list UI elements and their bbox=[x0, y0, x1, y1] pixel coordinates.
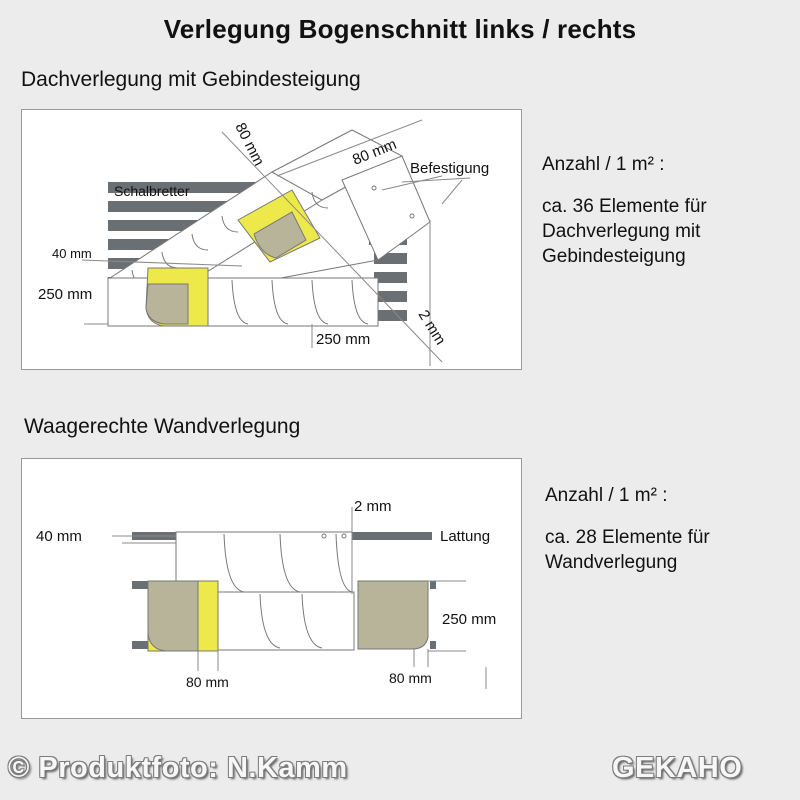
fixing-point bbox=[321, 533, 327, 539]
roof-highlight-element-slope bbox=[237, 189, 321, 263]
wall-dim-40-label: 40 mm bbox=[36, 528, 82, 545]
wall-count-description: ca. 28 Elemente für Wandverlegung bbox=[545, 527, 710, 573]
wall-diagram: 2 mm 40 mm Lattung 250 mm 80 mm 80 mm bbox=[36, 498, 496, 690]
roof-dimension-lines bbox=[81, 119, 471, 366]
wall-dimension-lines bbox=[112, 507, 487, 689]
wall-count-label: Anzahl / 1 m² : bbox=[545, 485, 668, 506]
page-title: Verlegung Bogenschnitt links / rechts bbox=[163, 14, 637, 44]
fixing-point bbox=[371, 185, 377, 191]
dim-250-width-label: 250 mm bbox=[316, 331, 370, 348]
wall-section-heading: Waagerechte Wandverlegung bbox=[24, 415, 301, 438]
copyright-watermark: © Produktfoto: N.Kamm bbox=[8, 752, 348, 784]
dim-80-left-label: 80 mm bbox=[231, 120, 267, 169]
roof-section-heading: Dachverlegung mit Gebindesteigung bbox=[21, 68, 361, 91]
roof-count-label: Anzahl / 1 m² : bbox=[542, 154, 665, 175]
wall-dim-250-label: 250 mm bbox=[442, 611, 496, 628]
fixing-point bbox=[341, 533, 347, 539]
schalbretter-label: Schalbretter bbox=[114, 183, 190, 199]
lattung-label: Lattung bbox=[440, 528, 490, 545]
dim-40-label: 40 mm bbox=[52, 246, 92, 261]
brand-logo: GEKAHO bbox=[612, 752, 743, 784]
wall-elements-bottom-row bbox=[217, 591, 355, 651]
wall-dim-80-left-label: 80 mm bbox=[186, 674, 229, 690]
roof-count-description: ca. 36 Elemente für Dachverlegung mit Ge… bbox=[542, 196, 707, 267]
wall-info: Anzahl / 1 m² : ca. 28 Elemente für Wand… bbox=[545, 483, 710, 575]
wall-dim-80-right-label: 80 mm bbox=[389, 670, 432, 686]
roof-diagram-panel: Schalbretter Befestigung 80 mm 80 mm 40 … bbox=[21, 109, 522, 370]
wall-highlight-element bbox=[147, 580, 219, 652]
wall-dim-2-label: 2 mm bbox=[354, 498, 392, 515]
wall-diagram-panel: 2 mm 40 mm Lattung 250 mm 80 mm 80 mm bbox=[21, 458, 522, 719]
fixing-point bbox=[409, 213, 415, 219]
dim-2-label: 2 mm bbox=[415, 307, 449, 348]
roof-diagram: Schalbretter Befestigung 80 mm 80 mm 40 … bbox=[38, 119, 489, 366]
roof-highlight-element-bottom bbox=[145, 267, 209, 327]
roof-info: Anzahl / 1 m² : ca. 36 Elemente für Dach… bbox=[542, 152, 707, 269]
wall-right-element bbox=[357, 580, 429, 650]
dim-250-height-label: 250 mm bbox=[38, 286, 92, 303]
befestigung-label: Befestigung bbox=[410, 160, 489, 177]
